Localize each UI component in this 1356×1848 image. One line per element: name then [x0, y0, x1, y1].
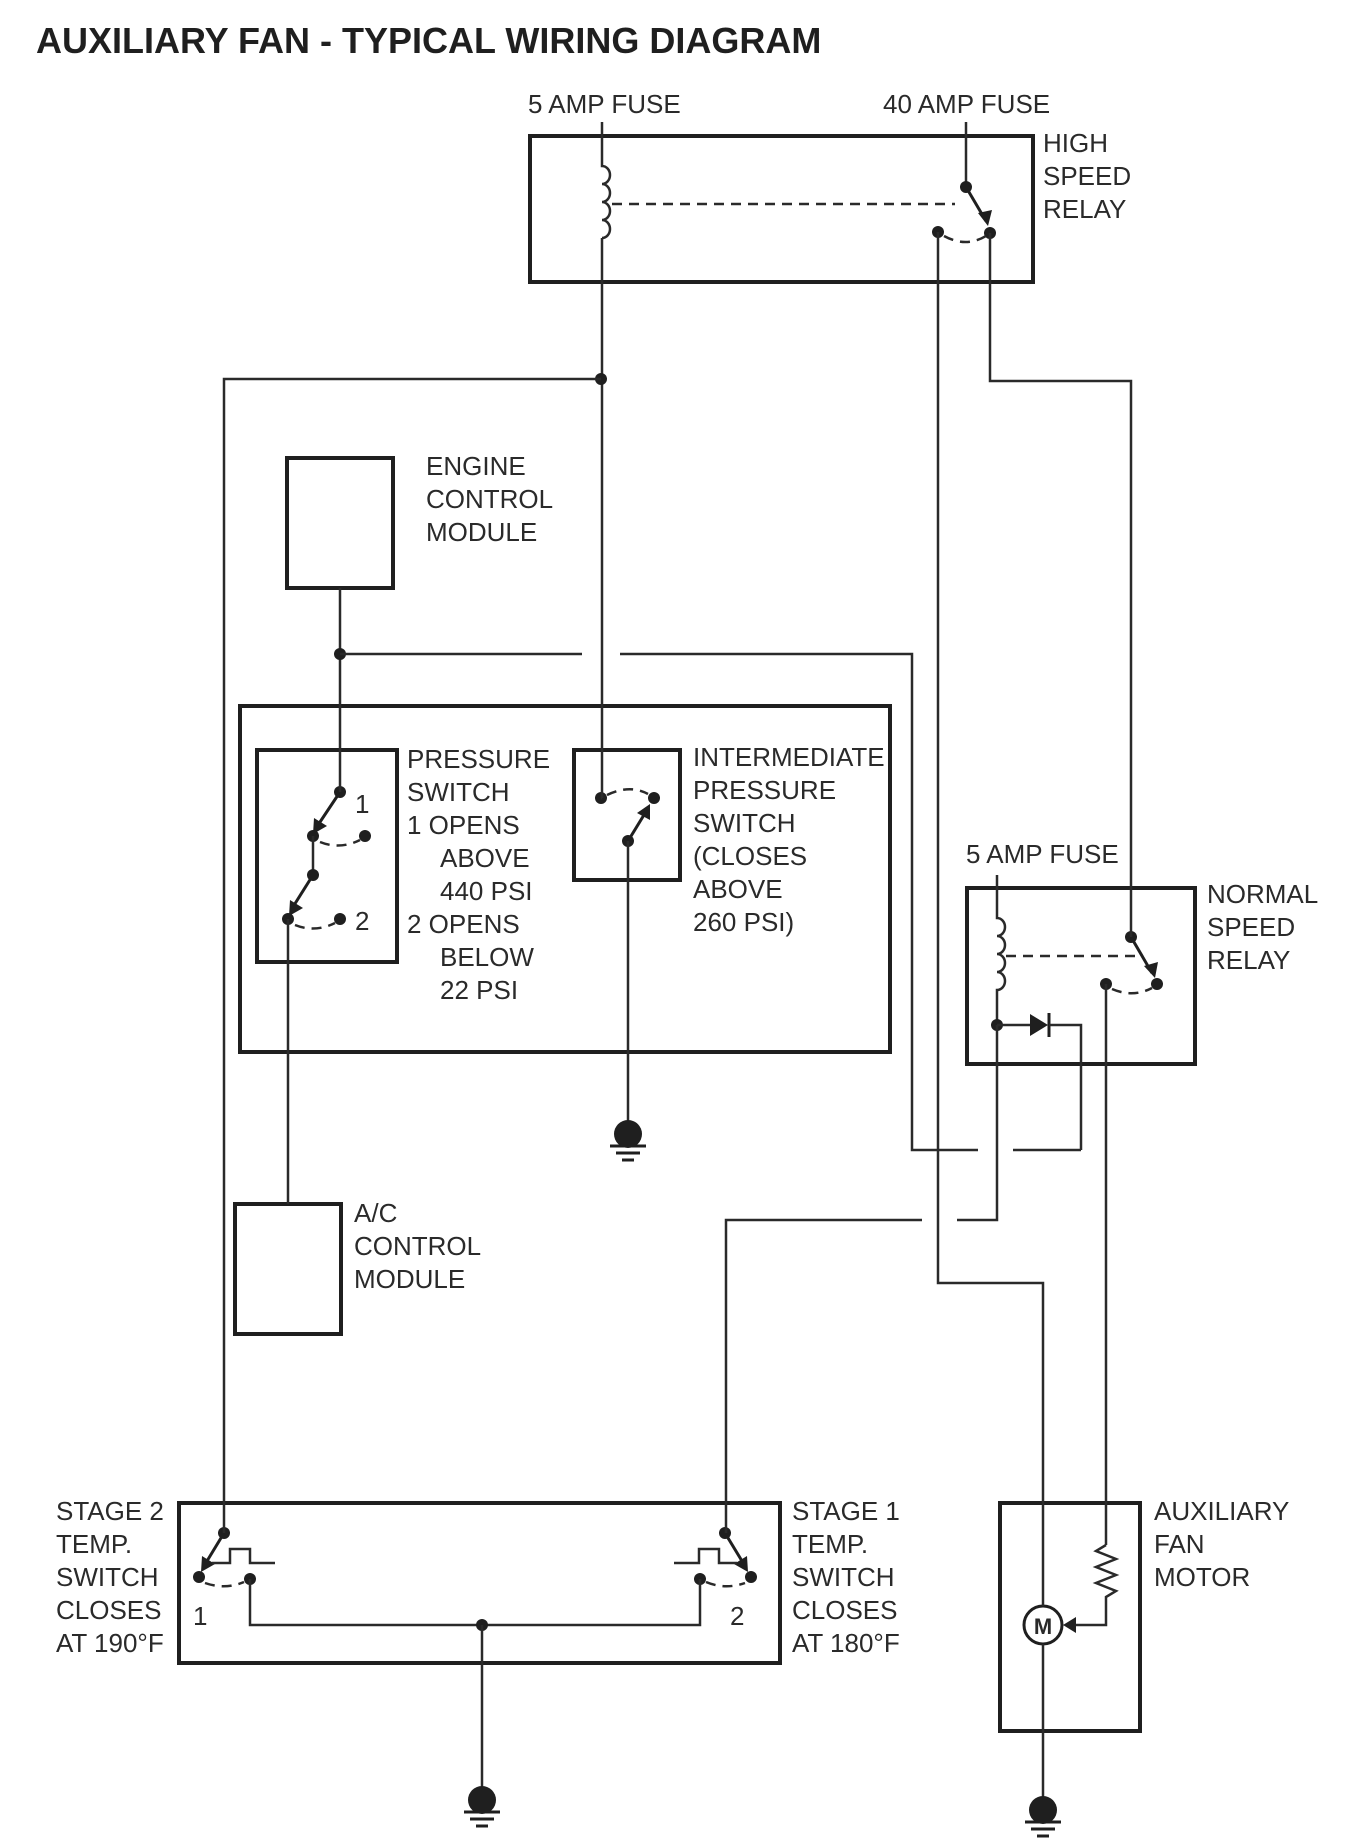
pressure-switch-contact-2-num: 2 [355, 906, 369, 936]
stage1-contact-num: 2 [730, 1601, 744, 1631]
pressure-switch-label-3: 1 OPENS [407, 810, 520, 840]
pressure-switch-label-4: ABOVE [440, 843, 530, 873]
engine-control-module: ENGINE CONTROL MODULE [285, 451, 553, 590]
ground-icon [462, 1784, 502, 1828]
ground-icon [1023, 1794, 1063, 1838]
intermediate-switch-label-1: INTERMEDIATE [693, 742, 885, 772]
normal-speed-relay-label-1: NORMAL [1207, 879, 1318, 909]
engine-control-module-label-1: ENGINE [426, 451, 526, 481]
fan-motor-label-1: AUXILIARY [1154, 1496, 1289, 1526]
pressure-switch-label-7: BELOW [440, 942, 534, 972]
intermediate-switch-label-6: 260 PSI) [693, 907, 794, 937]
normal-speed-relay-label-3: RELAY [1207, 945, 1290, 975]
auxiliary-fan-motor: AUXILIARY FAN MOTOR M [998, 1496, 1289, 1733]
high-speed-relay-label-3: RELAY [1043, 194, 1126, 224]
intermediate-switch-label-2: PRESSURE [693, 775, 836, 805]
fuse-5amp-label: 5 AMP FUSE [528, 89, 681, 119]
fan-motor-label-3: MOTOR [1154, 1562, 1250, 1592]
pressure-switch-assembly: PRESSURE SWITCH 1 OPENS ABOVE 440 PSI 2 … [238, 704, 892, 1054]
temp-switch-housing [177, 1501, 782, 1665]
stage1-label-5: AT 180°F [792, 1628, 900, 1658]
stage2-label-5: AT 190°F [56, 1628, 164, 1658]
intermediate-switch-label-4: (CLOSES [693, 841, 807, 871]
pressure-switch-box [255, 748, 399, 964]
high-speed-relay-label-1: HIGH [1043, 128, 1108, 158]
stage1-label-2: TEMP. [792, 1529, 868, 1559]
ac-control-module-label-1: A/C [354, 1198, 397, 1228]
high-speed-relay: 5 AMP FUSE 40 AMP FUSE HIGH SPEED RELAY [528, 89, 1131, 284]
stage2-label-2: TEMP. [56, 1529, 132, 1559]
motor-symbol: M [1034, 1614, 1052, 1639]
pressure-switch-label-6: 2 OPENS [407, 909, 520, 939]
auxiliary-fan-motor-box [998, 1501, 1142, 1733]
ac-control-module-label-3: MODULE [354, 1264, 465, 1294]
fuse-40amp-label: 40 AMP FUSE [883, 89, 1050, 119]
resistor-icon [1068, 1543, 1120, 1627]
temp-switch-assembly: STAGE 2 TEMP. SWITCH CLOSES AT 190°F 1 S… [56, 1496, 900, 1665]
fan-motor-label-2: FAN [1154, 1529, 1205, 1559]
pressure-switch-label-2: SWITCH [407, 777, 510, 807]
high-speed-relay-label-2: SPEED [1043, 161, 1131, 191]
stage2-label-1: STAGE 2 [56, 1496, 164, 1526]
pressure-switch-label-8: 22 PSI [440, 975, 518, 1005]
stage2-label-3: SWITCH [56, 1562, 159, 1592]
diode-icon [1030, 1014, 1048, 1036]
normal-speed-relay: 5 AMP FUSE NORMAL SPEED RELAY [965, 839, 1318, 1150]
engine-control-module-box [285, 456, 395, 590]
wiring [222, 232, 1133, 1810]
diagram-title: AUXILIARY FAN - TYPICAL WIRING DIAGRAM [36, 20, 821, 61]
intermediate-switch-label-3: SWITCH [693, 808, 796, 838]
ground-icon [608, 1118, 648, 1162]
ac-control-module-box [233, 1202, 343, 1336]
stage1-label-1: STAGE 1 [792, 1496, 900, 1526]
pressure-switch-label-1: PRESSURE [407, 744, 550, 774]
pressure-switch-contact-1-num: 1 [355, 789, 369, 819]
stage1-thermal-element-icon [674, 1547, 737, 1565]
stage2-contact-num: 1 [193, 1601, 207, 1631]
engine-control-module-label-2: CONTROL [426, 484, 553, 514]
engine-control-module-label-3: MODULE [426, 517, 537, 547]
high-speed-relay-coil-icon [600, 122, 612, 240]
pressure-switch-housing [238, 704, 892, 1054]
ac-control-module: A/C CONTROL MODULE [233, 1198, 481, 1336]
pressure-switch-label-5: 440 PSI [440, 876, 533, 906]
normal-speed-relay-label-2: SPEED [1207, 912, 1295, 942]
intermediate-switch-label-5: ABOVE [693, 874, 783, 904]
stage2-label-4: CLOSES [56, 1595, 162, 1625]
ac-control-module-label-2: CONTROL [354, 1231, 481, 1261]
normal-relay-fuse-label: 5 AMP FUSE [966, 839, 1119, 869]
stage2-thermal-element-icon [212, 1547, 275, 1565]
normal-speed-relay-coil-icon [995, 875, 1007, 1025]
stage1-label-3: SWITCH [792, 1562, 895, 1592]
high-speed-relay-box [528, 134, 1035, 284]
stage1-label-4: CLOSES [792, 1595, 898, 1625]
